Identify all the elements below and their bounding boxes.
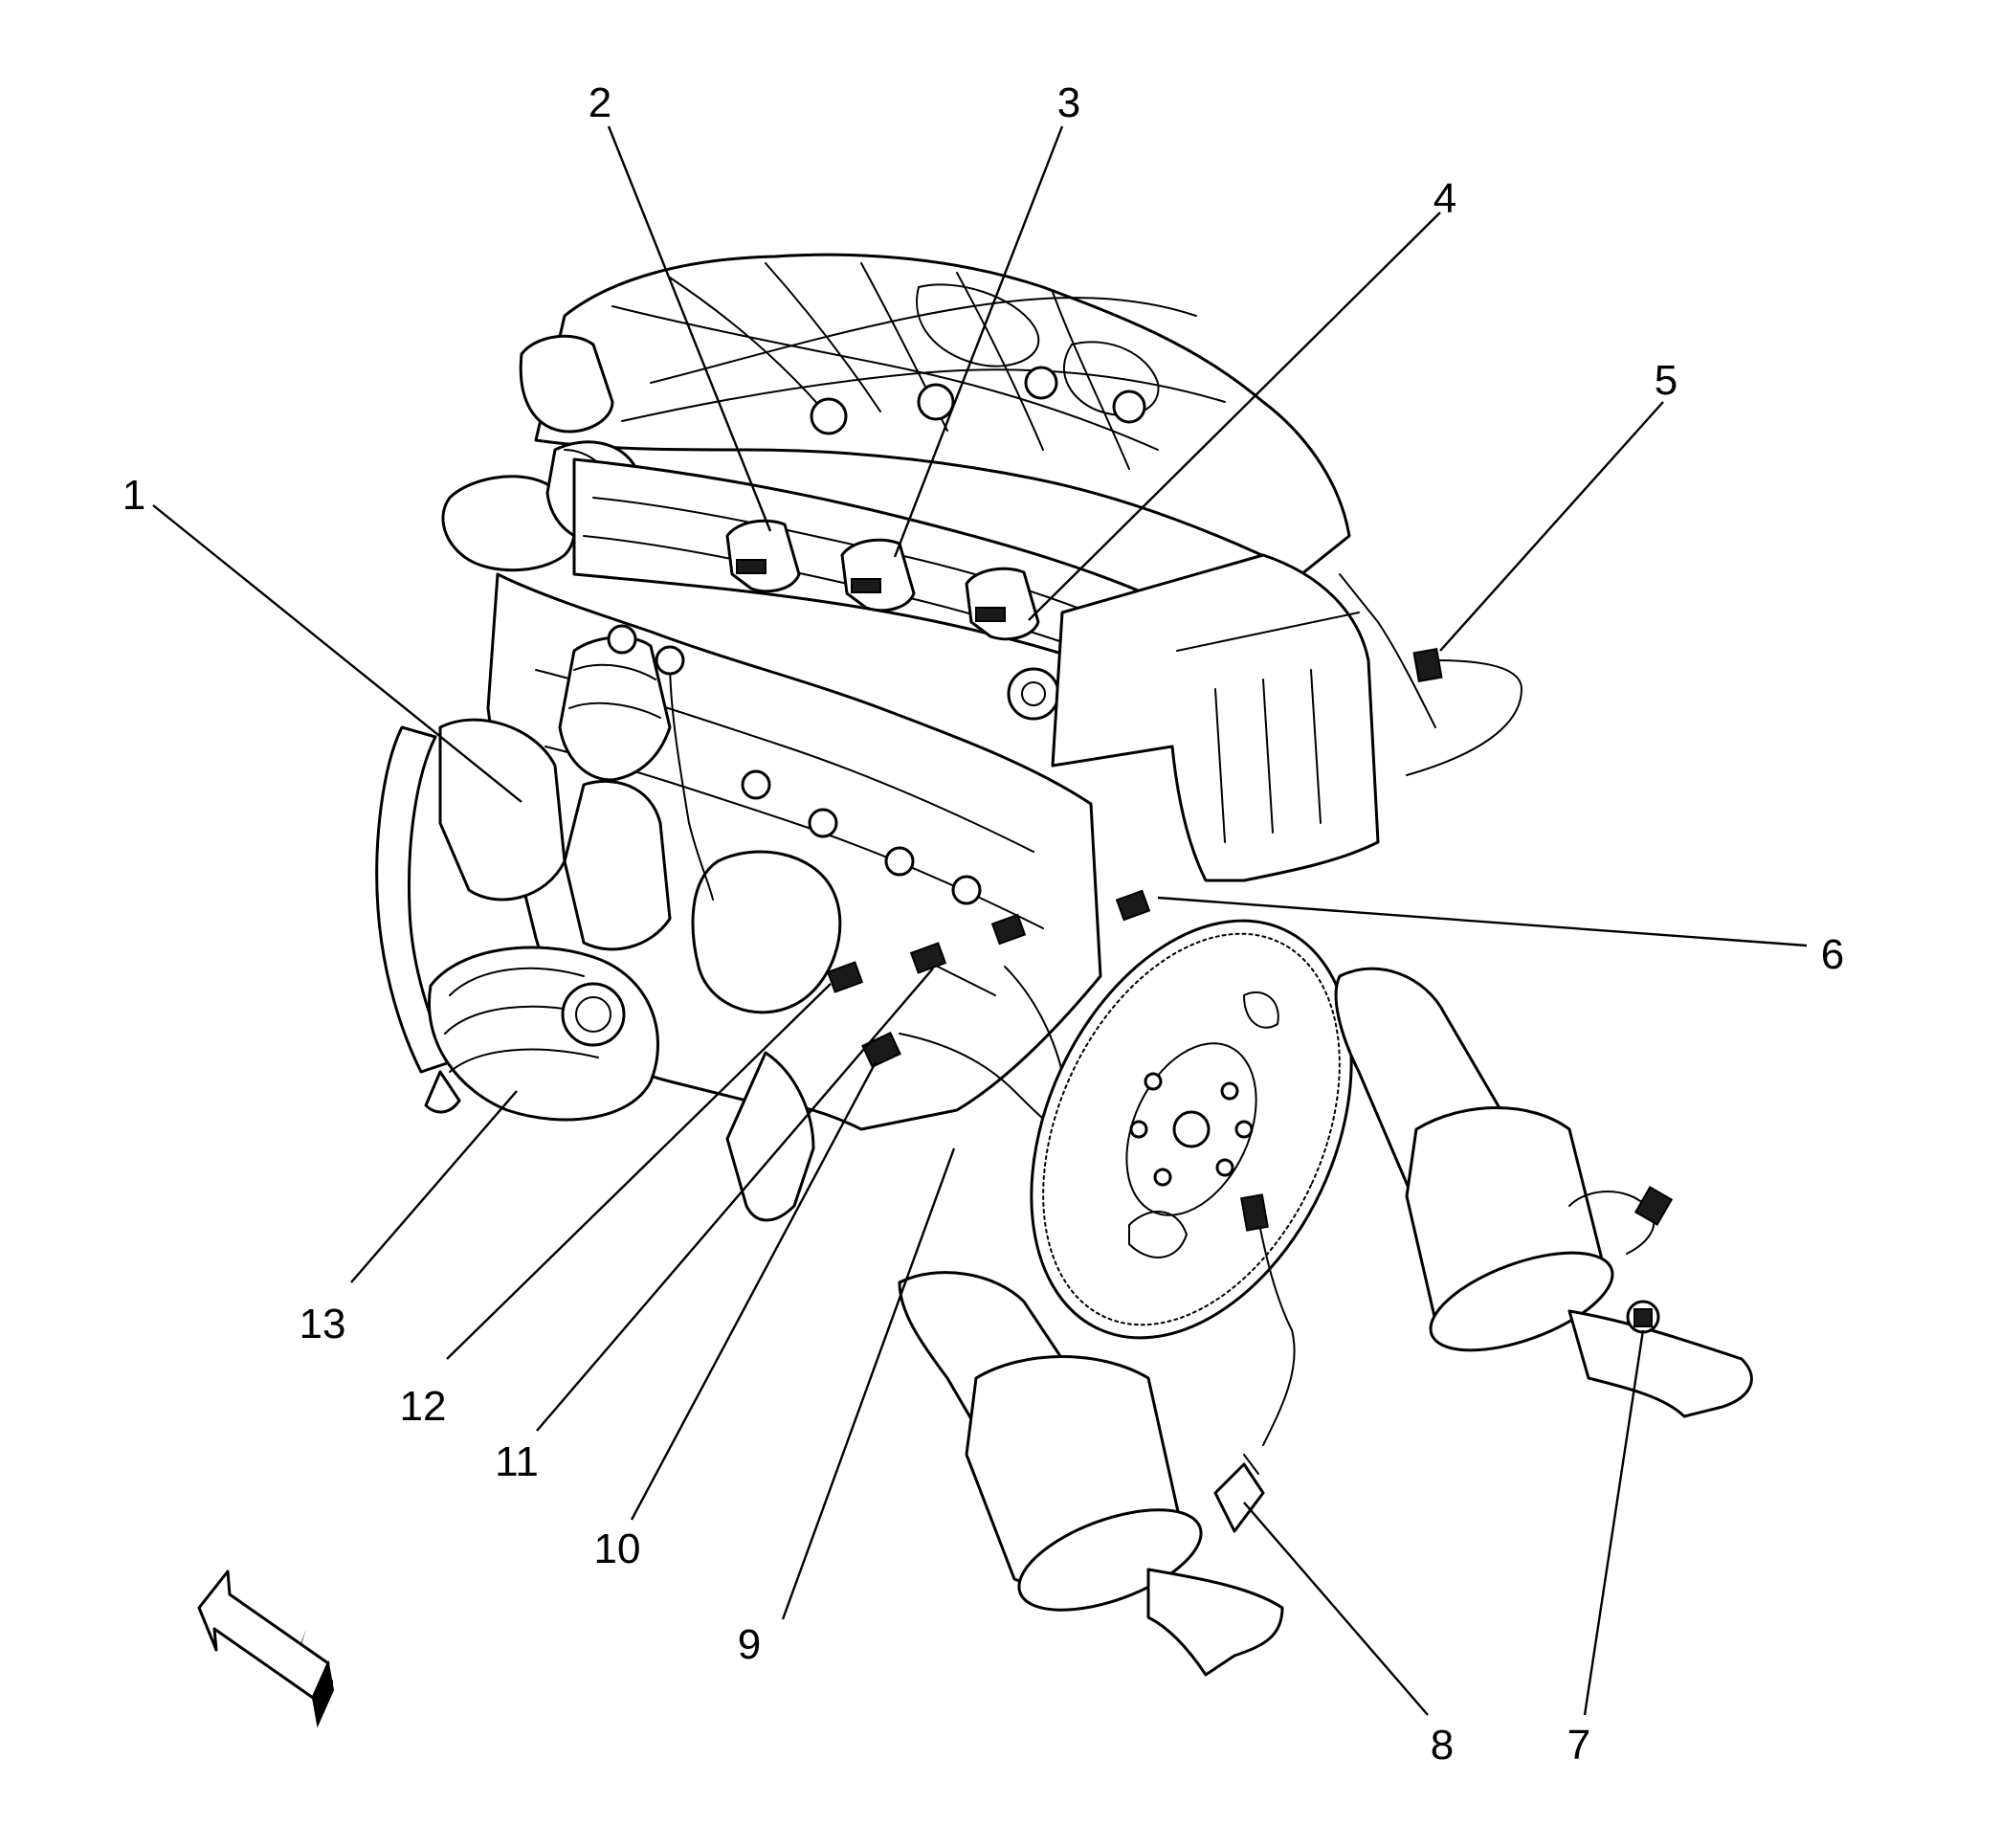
engine-illustration [375,253,1753,1677]
dipstick-tube [655,645,714,901]
callout-1: 1 [122,472,145,519]
callout-7: 7 [1567,1722,1590,1769]
leader-4 [1028,212,1441,621]
callout-11: 11 [495,1438,539,1485]
callout-2: 2 [589,79,611,126]
intake-manifold [534,253,1351,576]
leader-lines [152,125,1808,1716]
sensor-connectors [826,889,1151,1068]
leader-9 [781,1147,956,1620]
left-catalytic-converter [898,1271,1284,1677]
callout-10: 10 [594,1525,641,1572]
leader-8 [1243,1502,1429,1716]
accessory-belt [375,718,567,1074]
flexplate [1030,919,1353,1340]
leader-10 [630,1061,878,1521]
leader-2 [607,125,772,532]
callout-8: 8 [1431,1722,1454,1769]
leader-13 [350,1090,518,1283]
callout-3: 3 [1057,79,1080,126]
oil-filter-housing [558,624,672,951]
callout-12: 12 [400,1383,447,1430]
right-catalytic-converter [1334,967,1753,1418]
leader-11 [536,968,934,1432]
callout-6: 6 [1821,931,1844,978]
leader-1 [152,504,522,803]
leader-6 [1157,896,1808,947]
callout-13: 13 [300,1301,346,1347]
callout-9: 9 [738,1621,761,1668]
starter-motor [424,946,659,1122]
control-module [1051,553,1436,882]
callout-4: 4 [1433,175,1456,222]
ignition-coils [725,519,1060,721]
leader-7 [1583,1329,1645,1716]
callout-labels: 1 2 3 4 5 6 7 8 9 10 11 12 13 [122,79,1844,1769]
oxygen-sensor-8 [1213,1193,1296,1533]
leader-3 [893,125,1064,558]
callout-5: 5 [1655,357,1678,404]
view-direction-arrow-icon [197,1570,335,1728]
leader-5 [1439,401,1664,652]
leader-12 [446,983,832,1360]
